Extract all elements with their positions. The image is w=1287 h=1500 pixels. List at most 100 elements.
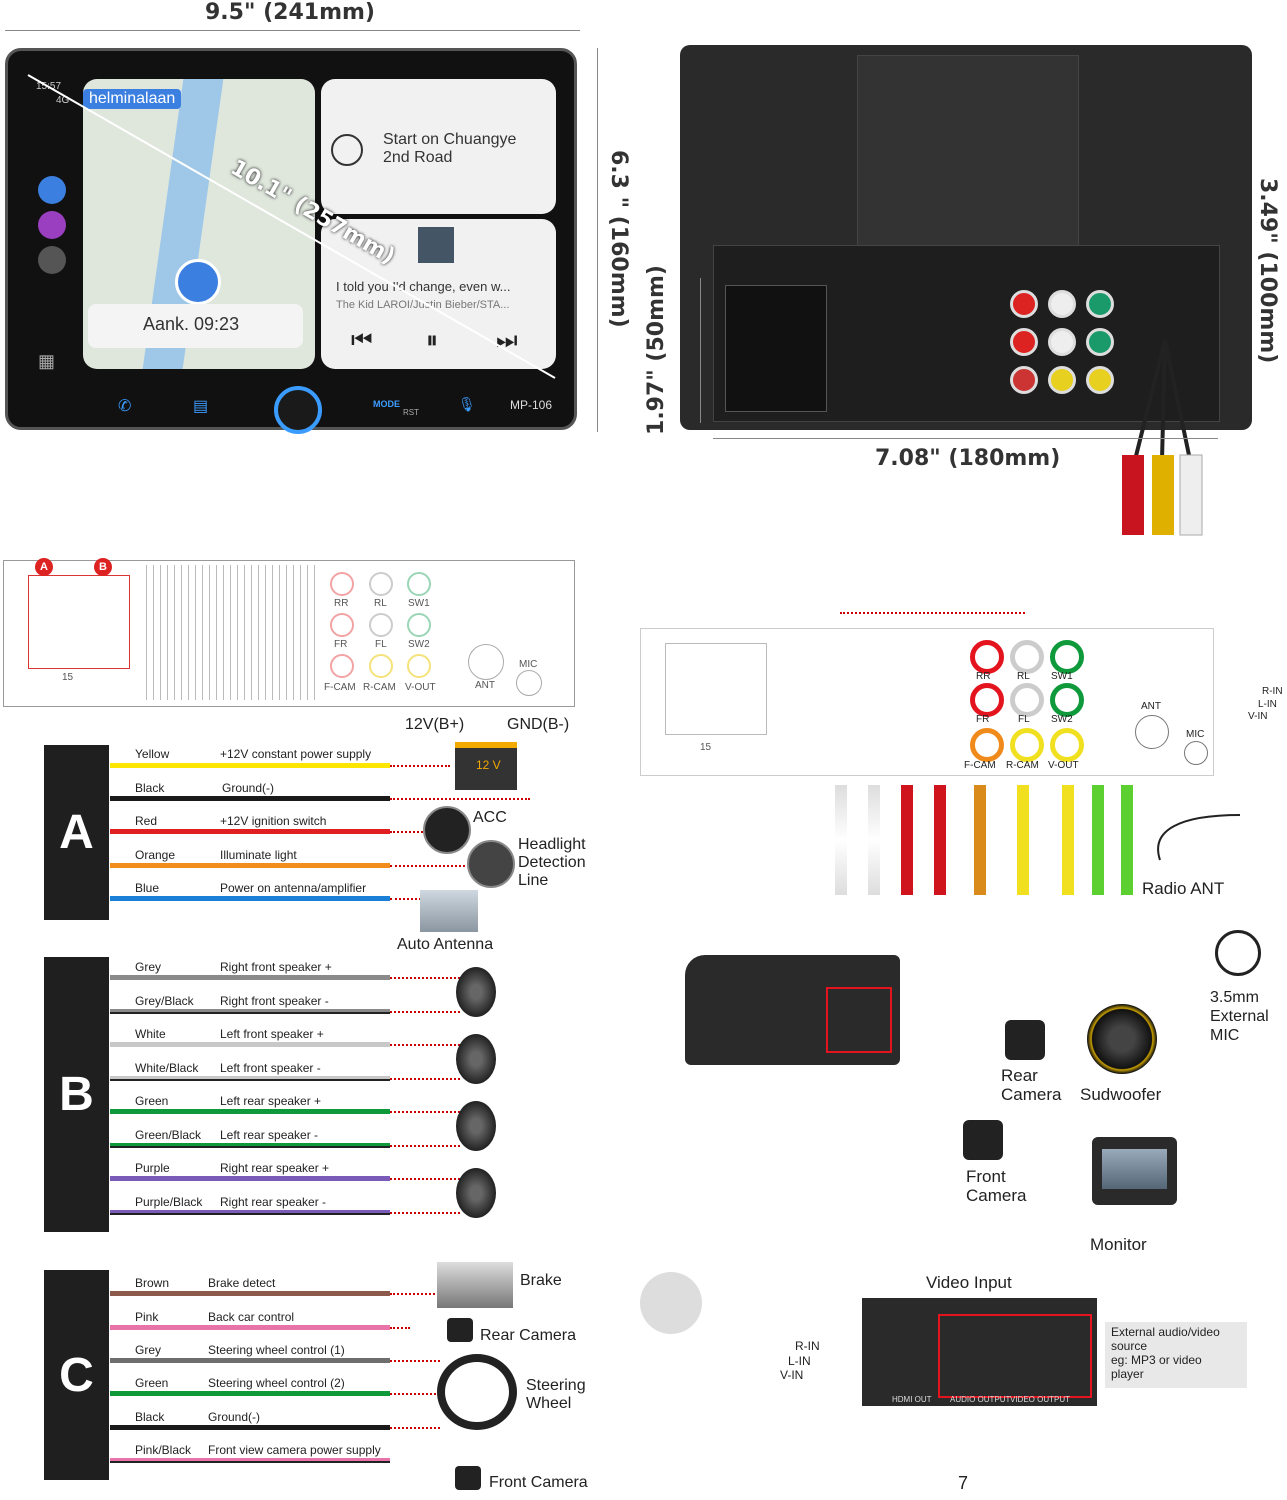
navigation-arrow-icon	[175, 259, 221, 305]
album-art	[418, 227, 454, 263]
mic-port	[516, 670, 542, 696]
wire-white	[110, 1042, 390, 1047]
wire-white-black	[110, 1076, 390, 1081]
app-grid-icon[interactable]: ▦	[38, 351, 56, 371]
rear-cam-icon	[1005, 1020, 1045, 1060]
status-signal: 4G	[56, 95, 70, 106]
maps-app-icon[interactable]	[38, 176, 66, 204]
group-a-letter: A	[44, 745, 109, 920]
rear-camera-icon	[447, 1318, 473, 1342]
wire-pink-black	[110, 1458, 390, 1463]
right-vin: V-IN	[1248, 711, 1268, 722]
heatsink-fins	[140, 565, 320, 700]
video-lin: L-IN	[788, 1354, 811, 1368]
monitor-icon	[1092, 1137, 1177, 1205]
monitor-label: Monitor	[1090, 1235, 1147, 1254]
height-dimension-line	[597, 48, 598, 432]
connector-a-marker: A	[35, 558, 53, 576]
ant-label: ANT	[475, 680, 495, 691]
acc-label: ACC	[473, 809, 507, 826]
previous-icon[interactable]: ⏮	[351, 327, 373, 354]
wire-pink	[110, 1325, 390, 1330]
wire-purple	[110, 1176, 390, 1181]
amplifier-icon	[685, 955, 900, 1065]
av-player-icon: HDMI OUT AUDIO OUTPUT VIDEO OUTPUT	[862, 1298, 1097, 1406]
front-camera-label: Front Camera	[489, 1474, 588, 1491]
group-c-letter: C	[44, 1270, 109, 1480]
rear-rca-block	[1010, 290, 1120, 405]
mic-icon[interactable]: 🎙	[458, 396, 476, 412]
nav-instruction-panel[interactable]: Start on Chuangye 2nd Road	[321, 79, 556, 214]
headlight-icon	[467, 840, 515, 888]
auto-antenna-icon	[420, 890, 478, 932]
wire-black	[110, 796, 390, 801]
right-mic-port	[1184, 741, 1208, 765]
song-title: I told you I'd change, even w...	[336, 279, 511, 294]
right-ant-label: ANT	[1141, 701, 1161, 712]
ignition-key-icon	[423, 806, 471, 854]
video-cable-circle	[640, 1272, 702, 1334]
battery-icon	[455, 742, 517, 790]
speaker-icon-front-right	[456, 967, 496, 1017]
rear-height1: 1.97" (50mm)	[644, 265, 669, 435]
wire-grey	[110, 975, 390, 980]
right-iso	[665, 643, 767, 735]
split-screen-icon[interactable]: ▤	[193, 398, 209, 415]
video-rin: R-IN	[795, 1339, 820, 1353]
pause-icon[interactable]: ⏸	[426, 327, 438, 354]
arrival-time: Aank. 09:23	[143, 314, 240, 334]
radio-ant-icon	[1157, 814, 1241, 861]
video-input-title: Video Input	[926, 1273, 1012, 1292]
height-dimension: 6.3 " (160mm)	[606, 150, 631, 328]
wire-green-black	[110, 1143, 390, 1148]
wire-green	[110, 1109, 390, 1114]
arrival-card	[88, 304, 303, 348]
volume-knob[interactable]	[274, 386, 322, 434]
speaker-icon-front-left	[456, 1034, 496, 1084]
front-cam-icon	[963, 1120, 1003, 1160]
wire-grey-c	[110, 1358, 390, 1363]
phone-icon[interactable]: ✆	[118, 398, 132, 415]
page-number: 7	[958, 1473, 969, 1493]
rst-button[interactable]: RST	[403, 408, 419, 417]
amplifier-rca	[826, 987, 892, 1053]
front-camera-icon	[455, 1466, 481, 1490]
external-mic-icon	[1215, 930, 1261, 976]
radio-ant-label: Radio ANT	[1142, 879, 1225, 898]
width-dimension-line	[5, 30, 580, 31]
right-chassis	[640, 628, 1214, 776]
rear-bracket	[857, 55, 1079, 247]
nav-instruction: Start on Chuangye 2nd Road	[383, 131, 517, 166]
settings-app-icon[interactable]	[38, 246, 66, 274]
rca-cable	[1122, 339, 1203, 536]
rear-width-line	[713, 438, 1218, 439]
connector-ab	[28, 575, 130, 669]
right-rin: R-IN	[1262, 686, 1283, 697]
speaker-icon-rear-right	[456, 1168, 496, 1218]
auto-antenna-label: Auto Antenna	[397, 936, 494, 953]
group-b-letter: B	[44, 957, 109, 1232]
rear-height1-line	[700, 278, 701, 423]
media-panel[interactable]: I told you I'd change, even w... The Kid…	[321, 219, 556, 369]
wire-black-c	[110, 1425, 390, 1430]
ant-port	[468, 644, 504, 680]
right-ant-port	[1135, 715, 1169, 749]
wire-orange	[110, 863, 390, 868]
rear-camera-label: Rear Camera	[480, 1327, 577, 1344]
map-panel[interactable]: Aank. 09:23 helminalaan	[83, 79, 315, 369]
podcasts-app-icon[interactable]	[38, 211, 66, 239]
speaker-icon-rear-left	[456, 1101, 496, 1151]
subwoofer-label: Sudwoofer	[1080, 1085, 1162, 1104]
mode-button[interactable]: MODE	[373, 399, 400, 409]
wire-blue	[110, 896, 390, 901]
right-mic-label: MIC	[1186, 729, 1205, 740]
mic-label: MIC	[519, 659, 538, 670]
song-artist: The Kid LAROI/Justin Bieber/STA...	[336, 299, 510, 311]
brake-pedal-icon	[437, 1262, 513, 1308]
street-name: helminalaan	[83, 89, 182, 109]
